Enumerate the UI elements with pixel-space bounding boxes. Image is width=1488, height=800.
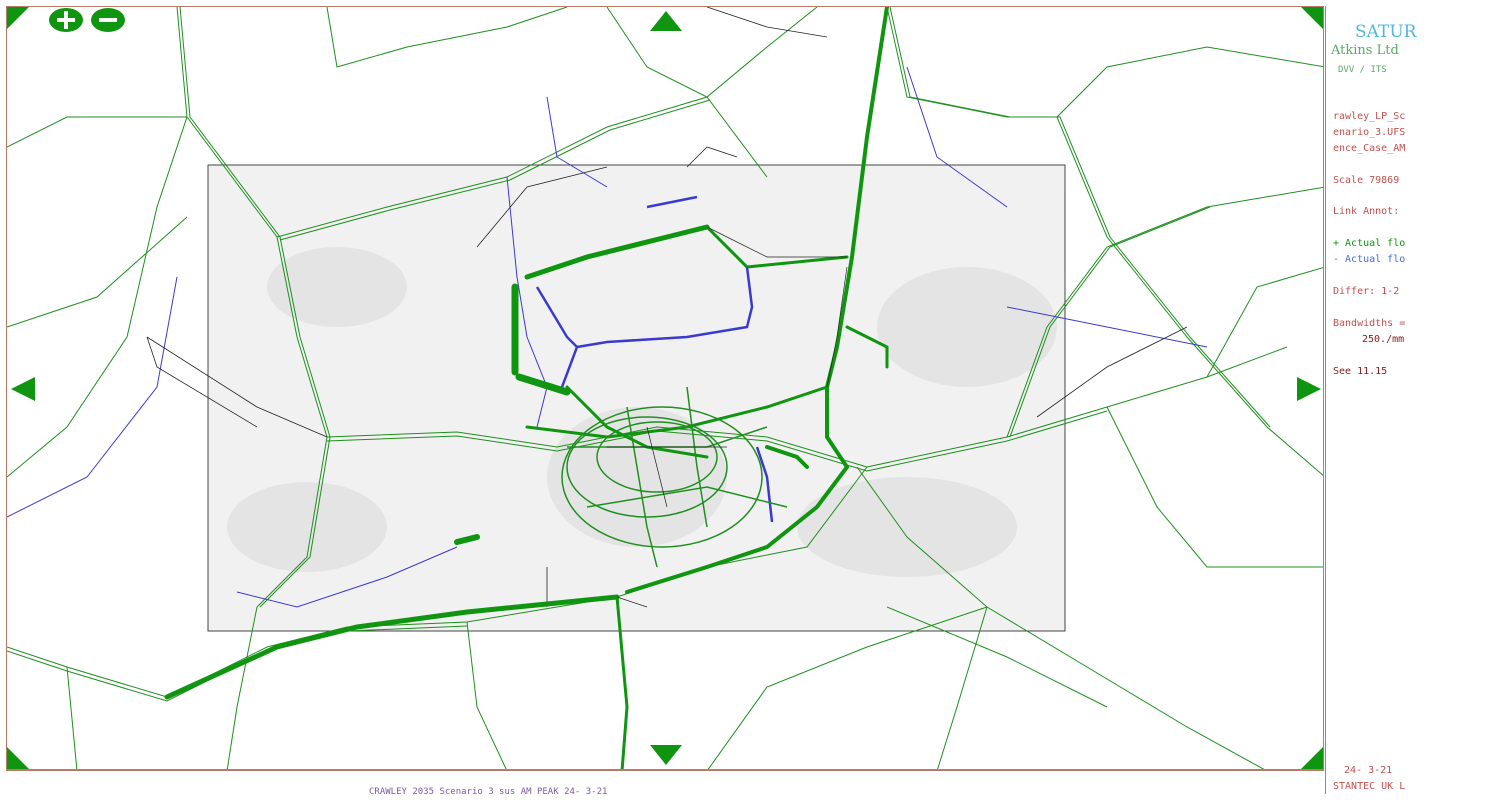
zoom-in-button[interactable]: [49, 8, 83, 32]
network-map-canvas[interactable]: [7, 7, 1324, 770]
pan-up-left-button[interactable]: [7, 7, 29, 29]
pan-left-button[interactable]: [11, 377, 35, 401]
see-reference-label: See 11.15: [1333, 366, 1388, 377]
scale-label: Scale 79869: [1333, 175, 1400, 186]
footer-caption: CRAWLEY 2035 Scenario 3 sus AM PEAK 24- …: [369, 787, 608, 797]
pan-down-right-button[interactable]: [1301, 747, 1323, 769]
pan-right-button[interactable]: [1297, 377, 1321, 401]
pan-down-button[interactable]: [650, 745, 682, 765]
zoom-out-button[interactable]: [91, 8, 125, 32]
bandwidth-links-blue: [535, 195, 774, 523]
network-map-panel[interactable]: [6, 6, 1324, 770]
pan-up-button[interactable]: [650, 11, 682, 31]
side-date-label: 24- 3-21: [1344, 765, 1393, 776]
file-name-line-2: enario_3.UFS: [1333, 127, 1406, 138]
legend-minus-actual-flow: - Actual flo: [1333, 254, 1406, 265]
department-label: DVV / ITS: [1338, 65, 1387, 75]
company-name: Atkins Ltd: [1331, 43, 1399, 58]
pan-up-right-button[interactable]: [1301, 7, 1323, 29]
town-centre-detail: [607, 226, 848, 608]
link-annotation-label: Link Annot:: [1333, 206, 1400, 217]
pan-down-left-button[interactable]: [7, 747, 29, 769]
file-name-line-1: rawley_LP_Sc: [1333, 111, 1406, 122]
bandwidths-label: Bandwidths =: [1333, 318, 1406, 329]
legend-plus-actual-flow: + Actual flo: [1333, 238, 1406, 249]
file-name-line-3: ence_Case_AM: [1333, 143, 1406, 154]
zone-connectors-blue: [7, 66, 1208, 608]
app-title: SATUR: [1355, 22, 1417, 42]
bandwidths-value: 250./mm: [1362, 334, 1405, 345]
difference-label: Differ: 1-2: [1333, 286, 1400, 297]
zone-connectors-black: [146, 7, 1188, 607]
organisation-label: STANTEC UK L: [1333, 781, 1406, 792]
info-side-panel: [1325, 6, 1482, 794]
footer-bar: CRAWLEY 2035 Scenario 3 sus AM PEAK 24- …: [6, 770, 1324, 797]
